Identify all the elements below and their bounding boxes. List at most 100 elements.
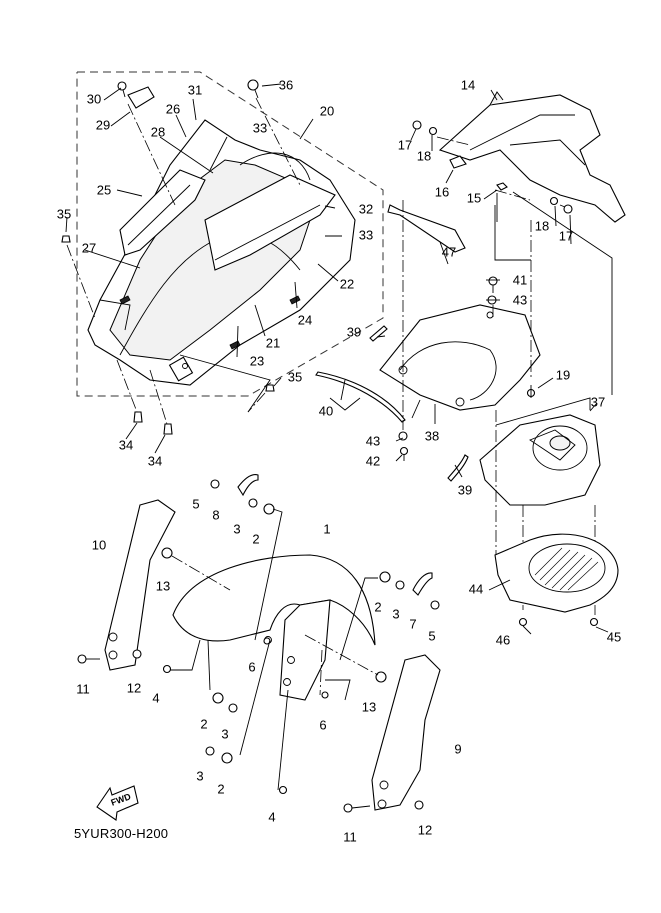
callout-12: 12 — [126, 680, 142, 696]
callout-16: 16 — [434, 184, 450, 200]
callout-47: 47 — [441, 244, 457, 260]
nut-12-left — [132, 649, 142, 659]
callout-46: 46 — [495, 632, 511, 648]
bolt-19 — [526, 385, 536, 398]
callout-34: 34 — [147, 453, 163, 469]
bolt-42 — [399, 446, 409, 461]
grille-cover-44 — [494, 533, 619, 613]
callout-17: 17 — [558, 228, 574, 244]
seal-40 — [315, 371, 406, 423]
callout-3: 3 — [233, 521, 241, 537]
collar-3-low — [205, 746, 215, 756]
damper-2-mid — [212, 692, 224, 704]
callout-20: 20 — [319, 103, 335, 119]
callout-34: 34 — [118, 437, 134, 453]
callout-24: 24 — [297, 312, 313, 328]
rear-fender-part — [87, 119, 356, 386]
grommet-13-right — [375, 671, 387, 683]
grommet-13-left — [161, 547, 173, 559]
callout-22: 22 — [339, 276, 355, 292]
bolt-4-bottom — [278, 785, 288, 795]
collar-3-right — [395, 580, 405, 590]
callout-19: 19 — [555, 367, 571, 383]
callout-38: 38 — [424, 428, 440, 444]
collar-43-bottom — [398, 431, 408, 441]
callout-8: 8 — [212, 507, 220, 523]
callout-9: 9 — [454, 741, 462, 757]
callout-35: 35 — [56, 206, 72, 222]
damper-2-right — [379, 571, 391, 583]
callout-36: 36 — [278, 77, 294, 93]
bolt-17-left — [412, 120, 422, 130]
callout-10: 10 — [91, 537, 107, 553]
callout-5: 5 — [192, 496, 200, 512]
cover-38 — [379, 304, 541, 411]
callout-41: 41 — [512, 272, 528, 288]
bolt-35-left — [61, 235, 71, 243]
callout-30: 30 — [86, 91, 102, 107]
bolt-11-right — [343, 803, 371, 813]
bolt-34-a — [133, 411, 143, 423]
bolt-36 — [247, 79, 259, 99]
callout-45: 45 — [606, 629, 622, 645]
callout-21: 21 — [265, 335, 281, 351]
drawing-code: 5YUR300-H200 — [74, 826, 169, 841]
assembly-boundary-20 — [76, 71, 384, 397]
callout-33: 33 — [252, 120, 268, 136]
callout-3: 3 — [221, 726, 229, 742]
bolt-5-top — [210, 479, 220, 489]
callout-43: 43 — [512, 292, 528, 308]
callout-33: 33 — [358, 227, 374, 243]
callout-7: 7 — [409, 616, 417, 632]
bolt-11-left — [77, 654, 100, 664]
callout-4: 4 — [152, 690, 160, 706]
fan-assy-37 — [479, 414, 601, 506]
cover-right-9 — [371, 654, 441, 811]
bracket-29 — [127, 86, 155, 109]
collar-3-mid — [228, 703, 238, 713]
damper-2-top — [263, 503, 275, 515]
guide-8 — [237, 474, 259, 497]
damper-2-low — [221, 752, 233, 764]
callout-42: 42 — [365, 453, 381, 469]
seal-39-top — [369, 325, 388, 342]
callout-2: 2 — [252, 531, 260, 547]
collar-18-left — [428, 126, 438, 136]
callout-35: 35 — [287, 369, 303, 385]
callout-14: 14 — [460, 77, 476, 93]
collar-3-top — [248, 498, 258, 508]
bolt-35-right — [265, 384, 275, 392]
callout-2: 2 — [200, 716, 208, 732]
callout-12: 12 — [417, 822, 433, 838]
callout-2: 2 — [374, 599, 382, 615]
fwd-arrow — [96, 785, 139, 821]
callout-39: 39 — [457, 482, 473, 498]
stay-47 — [387, 204, 466, 253]
callout-27: 27 — [81, 240, 97, 256]
screw-30 — [117, 81, 127, 98]
callout-44: 44 — [468, 581, 484, 597]
callout-43: 43 — [365, 433, 381, 449]
callout-29: 29 — [95, 117, 111, 133]
callout-37: 37 — [590, 394, 606, 410]
callout-32: 32 — [358, 201, 374, 217]
cover-left-10 — [104, 499, 176, 671]
leader-lines — [65, 83, 609, 635]
callout-40: 40 — [318, 403, 334, 419]
seal-39-bottom — [447, 454, 469, 482]
callout-23: 23 — [249, 353, 265, 369]
callout-13: 13 — [155, 578, 171, 594]
callout-3: 3 — [392, 606, 400, 622]
callout-5: 5 — [428, 628, 436, 644]
callout-28: 28 — [150, 124, 166, 140]
callout-18: 18 — [416, 148, 432, 164]
nut-15 — [496, 182, 508, 191]
callout-6: 6 — [248, 659, 256, 675]
callout-15: 15 — [466, 190, 482, 206]
callout-6: 6 — [319, 717, 327, 733]
bolt-4-left — [162, 664, 172, 674]
callout-17: 17 — [397, 137, 413, 153]
callout-39: 39 — [346, 324, 362, 340]
bolt-5-right — [430, 600, 440, 610]
